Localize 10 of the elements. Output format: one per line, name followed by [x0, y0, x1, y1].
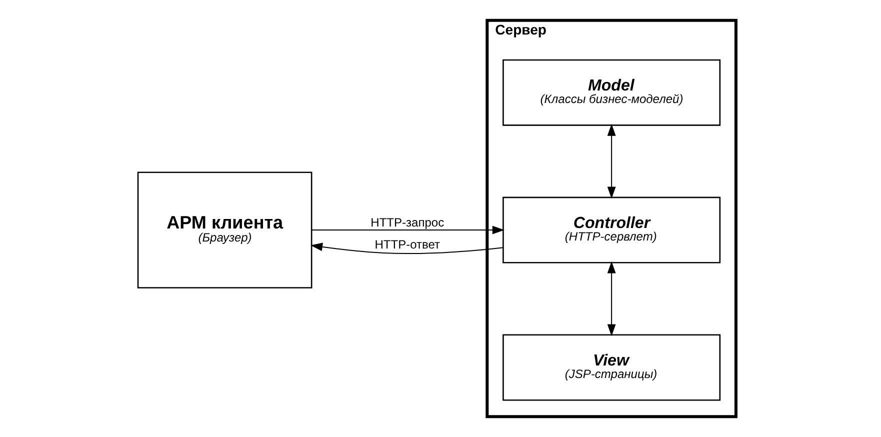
node-box: Model (Классы бизнес-моделей) — [502, 59, 720, 126]
arrow — [606, 261, 616, 336]
arrow — [310, 242, 503, 254]
node-box: View (JSP-страницы) — [502, 334, 720, 401]
node-box: АРМ клиента (Браузер) — [136, 172, 312, 288]
node-box: Controller (HTTP-сервлет) — [502, 196, 720, 264]
edge-label: HTTP-ответ — [374, 238, 440, 252]
arrow — [606, 124, 616, 199]
arrow — [311, 226, 504, 234]
edge-label: HTTP-запрос — [370, 216, 444, 230]
